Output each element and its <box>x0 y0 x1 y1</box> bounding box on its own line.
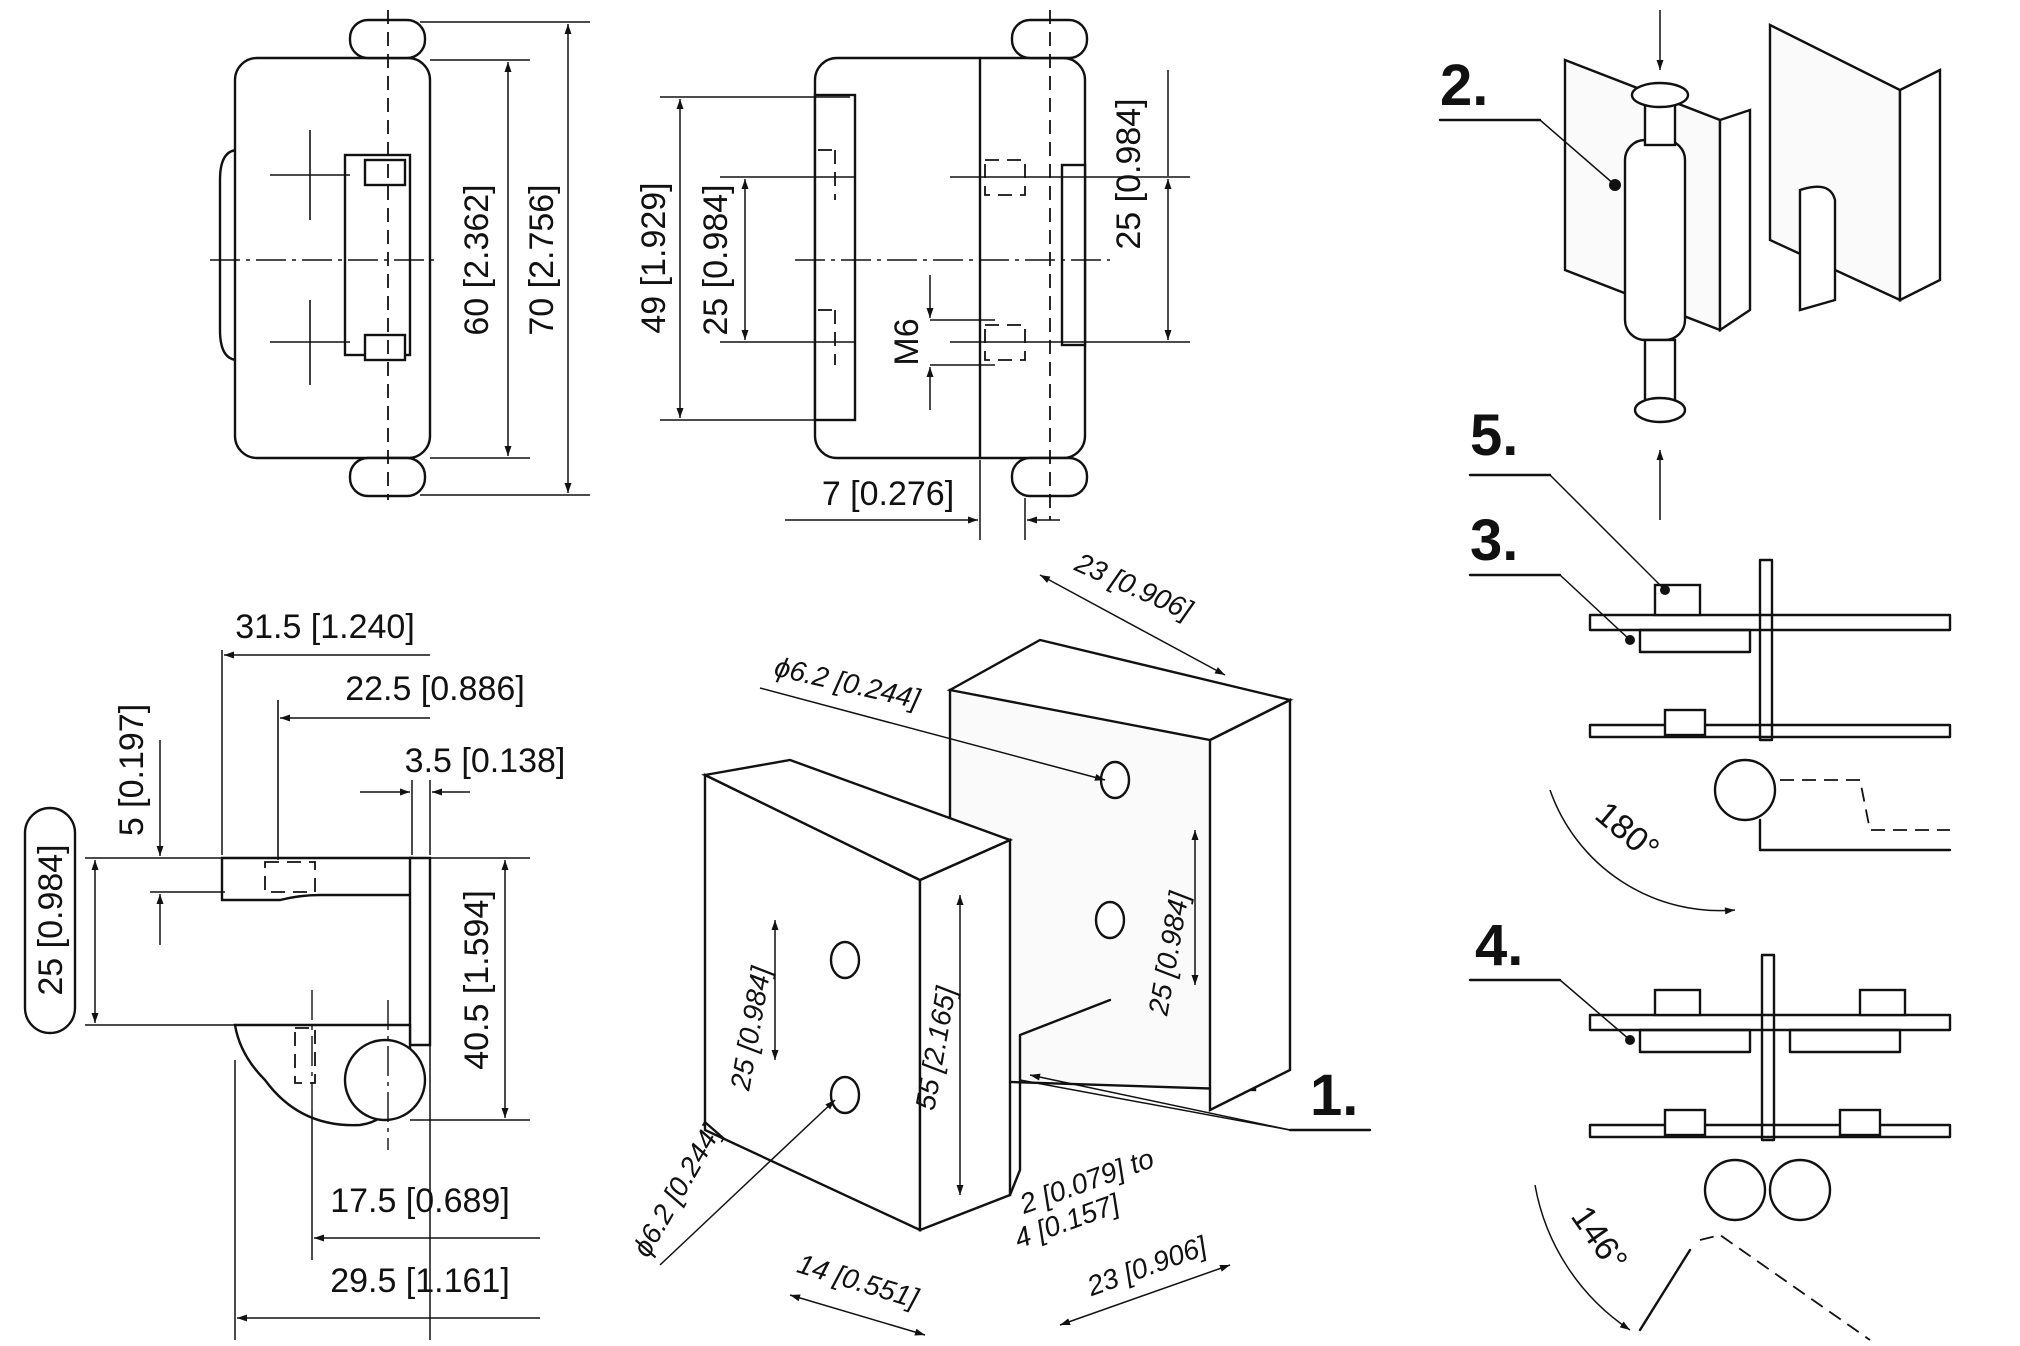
dim-31-5-label: 31.5 [1.240] <box>235 608 415 646</box>
dim-7-label: 7 [0.276] <box>822 475 954 513</box>
front-view-screw-top <box>363 158 407 187</box>
isometric-view: 23 [0.906] ϕ6.2 [0.244] 25 [0.984] 25 [0… <box>626 546 1372 1336</box>
front-view-bump <box>218 148 240 362</box>
dimension-line-14 <box>789 1294 926 1336</box>
section-180: 180° 5. 3. <box>1468 403 1952 915</box>
dim-3-5-label: 3.5 [0.138] <box>405 742 566 780</box>
dim-23-bottom-label: 23 [0.906] <box>1082 1230 1212 1302</box>
section-146-bracket-left <box>1638 1028 1752 1054</box>
thread-m6-label: M6 <box>888 318 926 365</box>
section-146-screw <box>1838 1108 1882 1137</box>
top-view-web <box>408 856 432 1047</box>
section-180-pin <box>1713 758 1777 822</box>
section-146-screw <box>1653 988 1702 1017</box>
section-180-base <box>1588 723 1952 739</box>
top-view: 31.5 [1.240] 22.5 [0.886] 3.5 [0.138] 5 … <box>23 608 566 1340</box>
assembly-barrel <box>1623 138 1687 342</box>
callout-1: 1. <box>1310 1063 1358 1128</box>
angle-180-arc <box>1549 789 1736 915</box>
callout-4: 4. <box>1475 913 1523 978</box>
section-180-plate <box>1588 613 1952 632</box>
front-view: 60 [2.362] 70 [2.756] <box>210 10 590 500</box>
top-view-flange <box>220 856 414 902</box>
dim-25-right-label: 25 [0.984] <box>1110 98 1148 249</box>
iso-top-edge <box>946 638 1294 742</box>
hole-bottom-label: ϕ6.2 [0.244] <box>626 1117 727 1262</box>
hole-top-label: ϕ6.2 [0.244] <box>772 651 924 715</box>
section-146-screw <box>1663 1108 1707 1137</box>
dim-25-boxed-label: 25 [0.984] <box>32 844 70 995</box>
dim-49-label: 49 [1.929] <box>635 182 673 333</box>
front-view-slot <box>343 153 412 357</box>
section-180-divider <box>1758 558 1774 742</box>
iso-hole-left-top <box>829 940 861 980</box>
iso-hole-top <box>1099 760 1131 800</box>
section-146-pin-left <box>1703 1158 1767 1222</box>
assembly-view: 2. <box>1438 10 1942 520</box>
section-146-pin-right <box>1768 1158 1832 1222</box>
iso-hole-mid <box>1094 900 1126 940</box>
angle-146-arc <box>1534 1184 1631 1331</box>
section-180-bracket <box>1638 628 1752 654</box>
assembly-pin-bottom <box>1643 338 1677 402</box>
iso-front-top <box>701 758 1014 882</box>
dim-40-5-label: 40.5 [1.594] <box>458 890 496 1070</box>
section-180-screw-bottom <box>1663 708 1707 737</box>
dim-29-5-label: 29.5 [1.161] <box>330 1262 510 1300</box>
angle-180-label: 180° <box>1588 794 1666 868</box>
dimension-line-23-top <box>1039 574 1226 676</box>
iso-hole-left-bottom <box>829 1075 861 1115</box>
dim-60-label: 60 [2.362] <box>458 184 496 335</box>
section-146-screw <box>1858 988 1907 1017</box>
dim-22-5-label: 22.5 [0.886] <box>345 670 525 708</box>
callout-2: 2. <box>1440 53 1488 118</box>
callout-3: 3. <box>1470 508 1518 573</box>
dim-25-left-label: 25 [0.984] <box>697 184 735 335</box>
side-view-flange <box>813 93 857 422</box>
section-146-divider <box>1760 953 1776 1142</box>
front-view-screw-bottom <box>363 333 407 362</box>
dim-5-label: 5 [0.197] <box>113 704 151 836</box>
callout-5: 5. <box>1470 403 1518 468</box>
section-146-base <box>1588 1123 1952 1139</box>
dimension-line-23-bottom <box>1059 1264 1231 1326</box>
boxed-dimension-frame <box>23 806 77 1035</box>
dim-23-top-label: 23 [0.906] <box>1070 546 1198 626</box>
dim-17-5-label: 17.5 [0.689] <box>330 1182 510 1220</box>
iso-back-flange <box>1208 698 1292 1112</box>
angle-146-label: 146° <box>1563 1199 1634 1278</box>
dim-14-label: 14 [0.551] <box>794 1248 923 1314</box>
hinge-pin-circle <box>343 1038 427 1122</box>
side-view-barrel <box>1060 163 1087 347</box>
side-view: 49 [1.929] 25 [0.984] 25 [0.984] M6 7 [0… <box>635 10 1190 540</box>
section-146: 146° 4. <box>1468 913 1952 1341</box>
section-146-bracket-right <box>1788 1028 1902 1054</box>
dim-70-label: 70 [2.756] <box>523 184 561 335</box>
section-146-plate <box>1588 1013 1952 1032</box>
